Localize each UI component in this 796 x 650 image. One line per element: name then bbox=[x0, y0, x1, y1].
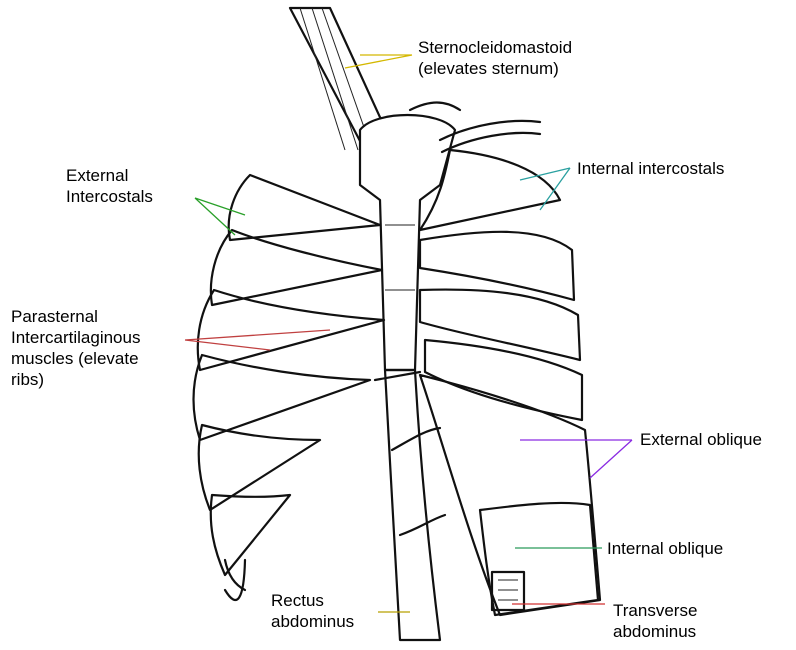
left-ribs bbox=[194, 175, 385, 600]
right-ribs bbox=[420, 150, 582, 420]
leader-line-ext-obl bbox=[520, 440, 632, 478]
label-sternocleidomastoid: Sternocleidomastoid (elevates sternum) bbox=[418, 37, 572, 79]
label-parasternal-intercartilaginous: Parasternal Intercartilaginous muscles (… bbox=[11, 306, 140, 390]
label-transverse-abdominus: Transverse abdominus bbox=[613, 600, 697, 642]
label-external-oblique: External oblique bbox=[640, 429, 762, 450]
internal-oblique-muscle bbox=[480, 503, 598, 615]
label-internal-intercostals: Internal intercostals bbox=[577, 158, 724, 179]
sternum bbox=[360, 115, 455, 370]
leader-line-ext-int bbox=[195, 198, 245, 235]
rectus-abdominus-muscle bbox=[375, 370, 445, 640]
label-external-intercostals: External Intercostals bbox=[66, 165, 153, 207]
external-oblique-muscle bbox=[420, 375, 600, 615]
label-rectus-abdominus: Rectus abdominus bbox=[271, 590, 354, 632]
label-internal-oblique: Internal oblique bbox=[607, 538, 723, 559]
leader-line-int-int bbox=[520, 168, 570, 210]
